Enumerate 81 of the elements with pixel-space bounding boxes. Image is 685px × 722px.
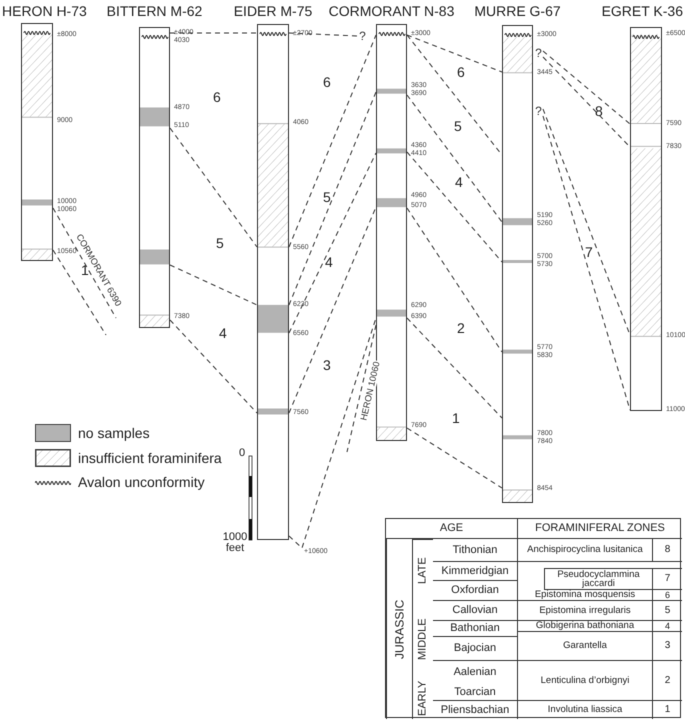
zone-number: 4 xyxy=(219,325,227,341)
question-mark: ? xyxy=(534,46,543,60)
correlation-line xyxy=(288,318,376,549)
zone-number: 8 xyxy=(595,103,603,119)
zone-number: 6 xyxy=(213,89,221,105)
correlation-line xyxy=(406,318,502,418)
table-cell: FORAMINIFERAL ZONES xyxy=(518,519,682,539)
table-cell: Kimmeridgian xyxy=(433,562,518,581)
table-cell: AGE xyxy=(386,519,518,539)
correlation-line xyxy=(170,320,258,414)
well-name: MURRE G-67 xyxy=(474,3,561,19)
correlation-line xyxy=(170,264,258,306)
correlation-line xyxy=(52,208,116,318)
table-cell: Bathonian xyxy=(433,621,518,637)
correlation-line xyxy=(406,208,502,352)
scale-label: 1000 feet xyxy=(222,532,248,554)
table-cell: 8 xyxy=(653,539,682,562)
table-cell-text: 1 xyxy=(664,703,672,717)
question-mark: ? xyxy=(534,104,543,118)
correlation-line xyxy=(406,94,502,222)
correlation-line xyxy=(288,32,358,36)
legend-text: insufficient foraminifera xyxy=(78,450,222,466)
table-cell: 3 xyxy=(653,632,682,661)
table-cell: Involutina liassica xyxy=(518,701,653,719)
zone-number: 1 xyxy=(452,410,460,426)
correlation-line xyxy=(542,50,630,124)
table-cell: Epistomina mosquensis xyxy=(518,590,653,601)
correlation-line xyxy=(288,152,376,334)
well-name: EIDER M-75 xyxy=(234,3,312,19)
zone-number: 5 xyxy=(323,189,331,205)
correlation-line xyxy=(52,250,106,336)
table-cell: Aalenian xyxy=(433,661,518,684)
table-cell: Bajocian xyxy=(433,637,518,661)
correlation-line xyxy=(406,152,502,262)
correlation-line xyxy=(406,428,502,488)
table-cell: Globigerina bathoniana xyxy=(518,621,653,632)
legend-text: Avalon unconformity xyxy=(78,474,205,490)
table-cell: Pliensbachian xyxy=(433,701,518,719)
well-name: BITTERN M-62 xyxy=(106,3,202,19)
well-name: EGRET K-36 xyxy=(602,3,683,19)
table-cell: EARLY xyxy=(412,678,433,719)
table-cell: Oxfordian xyxy=(433,581,518,601)
table-cell: 7 xyxy=(653,568,682,590)
table-cell: Tithonian xyxy=(433,539,518,562)
zone-number: 4 xyxy=(455,174,463,190)
correlation-line xyxy=(542,116,630,410)
correlation-line xyxy=(406,34,502,72)
well-name: CORMORANT N-83 xyxy=(328,3,454,19)
correlation-line xyxy=(346,324,376,452)
zone-number: 4 xyxy=(325,254,333,270)
correlation-line xyxy=(542,56,630,148)
table-cell: Toarcian xyxy=(433,684,518,701)
table-cell: Epistomina irregularis xyxy=(518,601,653,621)
table-cell: Garantella xyxy=(518,632,653,661)
legend-text: no samples xyxy=(78,425,150,441)
correlation-line xyxy=(288,206,376,414)
table-cell: 2 xyxy=(653,661,682,701)
table-cell: 4 xyxy=(653,621,682,632)
zone-number: 6 xyxy=(457,64,465,80)
correlation-line xyxy=(170,128,258,248)
correlation-line xyxy=(288,34,376,248)
scale-label: 0 xyxy=(239,448,246,459)
zone-number: 2 xyxy=(457,320,465,336)
zone-number: 6 xyxy=(323,74,331,90)
table-cell: Lenticulina d’orbignyi xyxy=(518,661,653,701)
zone-number: 7 xyxy=(585,244,593,260)
zone-number: 5 xyxy=(216,235,224,251)
zone-number: 3 xyxy=(323,357,331,373)
zone-number: 5 xyxy=(454,118,462,134)
table-cell: Anchispirocyclina lusitanica xyxy=(518,539,653,562)
table-cell: Pseudocyclammina jaccardi xyxy=(544,568,653,590)
table-cell: Callovian xyxy=(433,601,518,621)
table-cell: 6 xyxy=(653,590,682,601)
correlation-line xyxy=(170,32,258,34)
table-cell: 5 xyxy=(653,601,682,621)
question-mark: ? xyxy=(358,29,367,43)
well-name: HERON H-73 xyxy=(2,3,87,19)
table-cell: LATE xyxy=(412,539,433,601)
table-cell: JURASSIC xyxy=(386,539,412,719)
table-cell: MIDDLE xyxy=(412,601,433,678)
correlation-line xyxy=(288,92,376,306)
